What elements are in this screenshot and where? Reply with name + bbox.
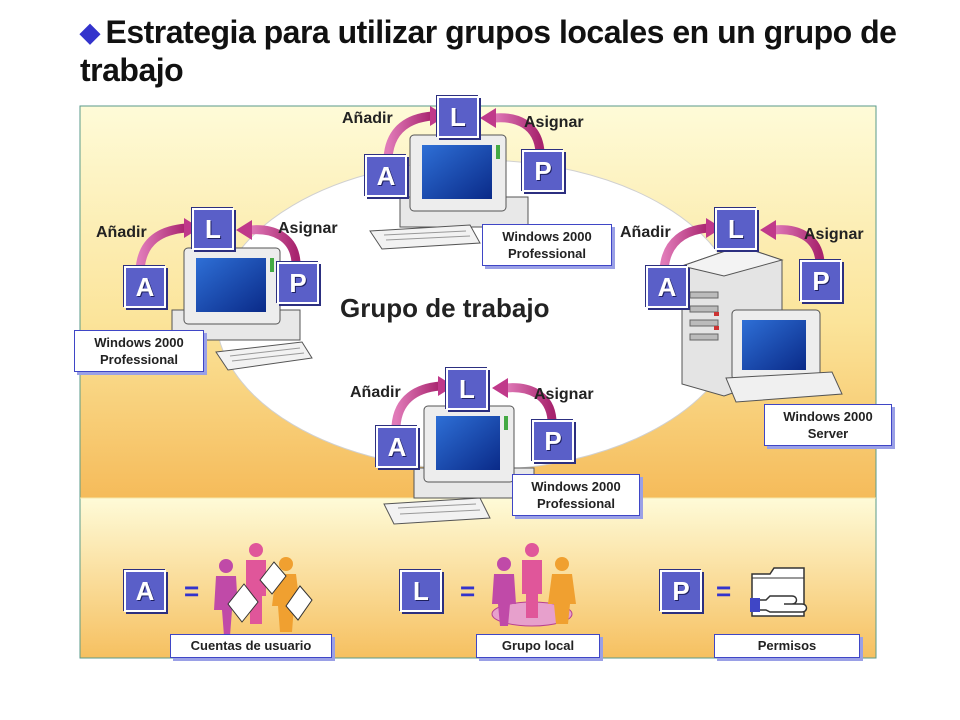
bullet-diamond-icon: ◆	[80, 17, 100, 47]
arrow-icon	[383, 111, 433, 159]
os-label: Windows 2000 Professional	[482, 224, 612, 266]
os-line2: Professional	[99, 352, 179, 367]
os-line2: Professional	[536, 496, 616, 511]
assign-label: Asignar	[278, 220, 338, 237]
legend-badge-local-group: L	[400, 570, 442, 612]
add-label: Añadir	[96, 224, 147, 241]
arrow-icon	[659, 223, 709, 271]
add-label: Añadir	[350, 384, 401, 401]
arrow-icon	[135, 223, 187, 271]
page-title: ◆Estrategia para utilizar grupos locales…	[80, 14, 940, 88]
add-label: Añadir	[620, 224, 671, 241]
badge-permissions: P	[800, 260, 842, 302]
badge-permissions: P	[522, 150, 564, 192]
users-icon	[214, 543, 313, 636]
legend-badge-user-accounts: A	[124, 570, 166, 612]
add-label: Añadir	[342, 110, 393, 127]
badge-local-group: L	[715, 208, 757, 250]
legend-equals: =	[716, 576, 732, 606]
os-label: Windows 2000 Server	[764, 404, 892, 446]
server-icon	[680, 245, 843, 403]
badge-user-accounts: A	[124, 266, 166, 308]
os-line1: Windows 2000	[531, 479, 621, 494]
badge-local-group: L	[446, 368, 488, 410]
assign-label: Asignar	[804, 226, 864, 243]
hand-icon	[750, 595, 808, 613]
arrow-icon	[505, 383, 557, 421]
computer-icon	[369, 134, 529, 250]
badge-permissions: P	[532, 420, 574, 462]
os-label: Windows 2000 Professional	[74, 330, 204, 372]
legend-label-local-group: Grupo local	[476, 634, 600, 658]
badge-permissions: P	[277, 262, 319, 304]
badge-user-accounts: A	[365, 155, 407, 197]
os-line2: Server	[807, 426, 849, 441]
os-label: Windows 2000 Professional	[512, 474, 640, 516]
badge-local-group: L	[192, 208, 234, 250]
legend-label-permissions: Permisos	[714, 634, 860, 658]
arrow-icon	[773, 225, 825, 263]
badge-user-accounts: A	[376, 426, 418, 468]
os-line1: Windows 2000	[502, 229, 592, 244]
assign-label: Asignar	[534, 386, 594, 403]
assign-label: Asignar	[524, 114, 584, 131]
title-text: Estrategia para utilizar grupos locales …	[80, 14, 897, 88]
os-line1: Windows 2000	[783, 409, 873, 424]
legend-panel	[79, 497, 877, 659]
arrow-icon	[249, 225, 301, 263]
arrow-icon	[493, 113, 545, 153]
os-line2: Professional	[507, 246, 587, 261]
badge-user-accounts: A	[646, 266, 688, 308]
legend-equals: =	[460, 576, 476, 606]
legend-equals: =	[184, 576, 200, 606]
legend-label-user-accounts: Cuentas de usuario	[170, 634, 332, 658]
badge-local-group: L	[437, 96, 479, 138]
os-line1: Windows 2000	[94, 335, 184, 350]
workgroup-label: Grupo de trabajo	[340, 293, 550, 323]
legend-badge-permissions: P	[660, 570, 702, 612]
users-icon	[491, 543, 576, 627]
arrow-icon	[391, 381, 441, 427]
